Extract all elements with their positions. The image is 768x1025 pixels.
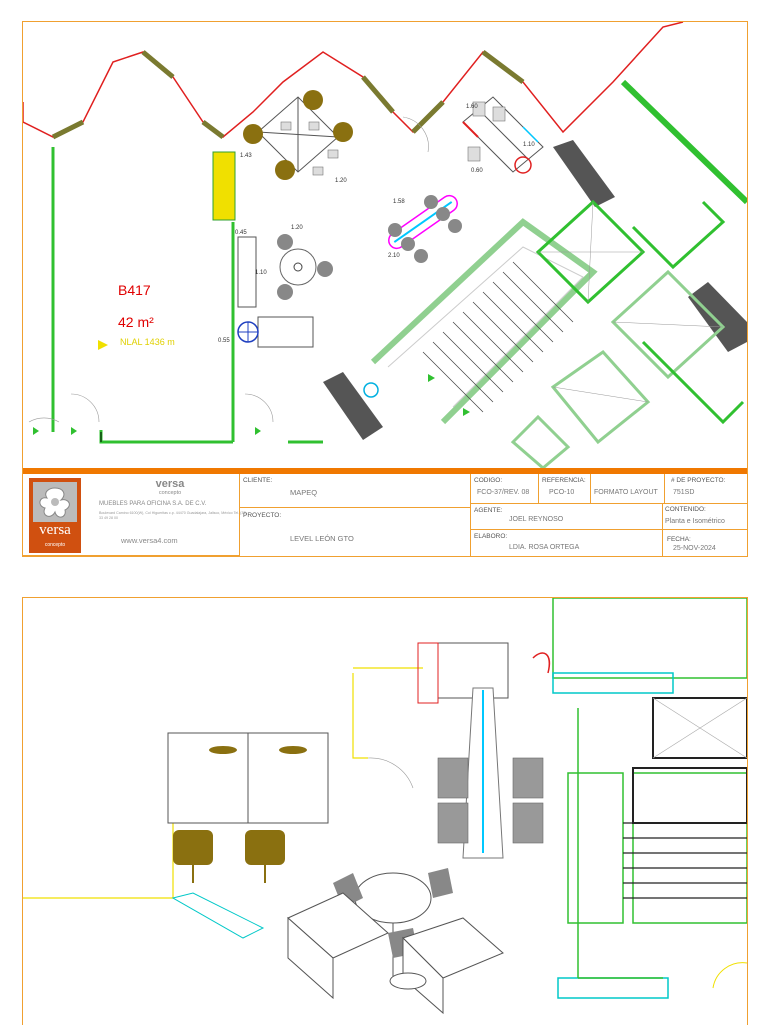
codigo-value: FCO-37/REV. 08 [477,489,530,496]
fecha-cell: FECHA: 25-NOV-2024 [663,530,747,556]
proyecto-value: LEVEL LEÓN GTO [290,534,354,543]
num-proyecto-value: 751SD [673,489,695,496]
proyecto-cell: PROYECTO: LEVEL LEÓN GTO [240,508,471,556]
company-address: Boulevard Camino 6100(W), Col Higueritas… [99,511,247,520]
dimension-label: 1.20 [291,225,303,231]
plan-sheet: B417 42 m² NLAL 1436 m 1.60 1.43 1.20 1.… [22,21,748,557]
room-area-label: 42 m² [118,314,154,330]
agente-label: AGENTE: [474,507,503,514]
logo-sub: concepto [44,542,66,548]
cliente-label: CLIENTE: [243,477,273,484]
elaboro-label: ELABORO: [474,533,508,540]
website-link[interactable]: www.versa4.com [121,536,178,545]
fecha-label: FECHA: [667,536,691,543]
brand-name: versa [155,478,185,490]
codigo-cell: CODIGO: FCO-37/REV. 08 [471,474,539,504]
contenido-value: Planta e Isométrico [665,518,725,525]
agente-value: JOEL REYNOSO [509,516,564,523]
room-nlal-label: NLAL 1436 m [120,337,175,347]
cliente-cell: CLIENTE: MAPEQ [240,474,471,508]
titleblock-brand-cell: versa concepto versa concepto MUEBLES PA… [23,474,247,556]
cliente-value: MAPEQ [290,488,318,497]
fecha-value: 25-NOV-2024 [673,545,716,552]
versa-logo: versa concepto [29,478,81,553]
referencia-cell: REFERENCIA: PCO-10 [539,474,591,504]
contenido-label: CONTENIDO: [665,506,706,513]
contenido-cell: CONTENIDO: Planta e Isométrico [663,504,747,530]
elaboro-value: LDIA. ROSA ORTEGA [509,544,580,551]
dimension-label: 0.60 [471,168,483,174]
dimension-label: 0.55 [218,338,230,344]
formato-cell: FORMATO LAYOUT [591,474,665,504]
room-id-label: B417 [118,282,151,298]
num-proyecto-cell: # DE PROYECTO: 751SD [665,474,747,504]
codigo-label: CODIGO: [474,477,503,484]
title-block: versa concepto versa concepto MUEBLES PA… [23,474,747,556]
num-proyecto-label: # DE PROYECTO: [671,477,726,484]
company-name: MUEBLES PARA OFICINA S.A. DE C.V. [99,501,207,507]
floor-plan-drawing [23,22,747,468]
dimension-label: 2.10 [388,253,400,259]
logo-word: versa [39,522,71,538]
agente-cell: AGENTE: JOEL REYNOSO [471,504,663,530]
brand-subtitle: concepto [158,490,182,496]
isometric-drawing [23,598,747,1015]
dimension-label: 1.58 [393,199,405,205]
dimension-label: 1.60 [466,104,478,110]
dimension-label: 0.45 [235,230,247,236]
referencia-label: REFERENCIA: [542,477,586,484]
titleblock-accent-bar [23,468,747,474]
isometric-sheet [22,597,748,1025]
formato-value: FORMATO LAYOUT [594,489,658,496]
dimension-label: 1.20 [335,178,347,184]
versa-logo-mark-icon [33,482,77,522]
elaboro-cell: ELABORO: LDIA. ROSA ORTEGA [471,530,663,556]
dimension-label: 1.10 [255,270,267,276]
referencia-value: PCO-10 [549,489,575,496]
dimension-label: 1.10 [523,142,535,148]
proyecto-label: PROYECTO: [243,512,282,519]
dimension-label: 1.43 [240,153,252,159]
